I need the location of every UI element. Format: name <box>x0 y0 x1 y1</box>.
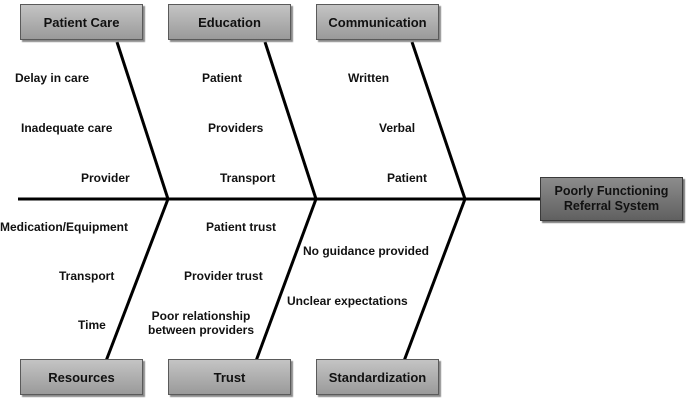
category-label-resources: Resources <box>48 369 115 385</box>
cause-patient-communication: Patient <box>387 171 428 185</box>
bone-standardization <box>402 198 467 362</box>
cause-transport-education: Transport <box>220 171 276 185</box>
cause-written: Written <box>348 71 390 85</box>
effect-box: Poorly Functioning Referral System <box>540 177 683 221</box>
bone-communication <box>410 41 467 200</box>
bone-resources <box>104 198 170 362</box>
cause-provider: Provider <box>81 171 130 185</box>
cause-patient-trust: Patient trust <box>206 220 277 234</box>
cause-unclear-expectations: Unclear expectations <box>287 294 408 308</box>
category-label-education: Education <box>198 14 261 30</box>
bone-education <box>263 41 318 200</box>
cause-poor-relationship: Poor relationship between providers <box>147 309 255 337</box>
cause-verbal: Verbal <box>379 121 416 135</box>
category-box-trust: Trust <box>168 359 291 395</box>
category-label-communication: Communication <box>328 14 427 30</box>
category-box-communication: Communication <box>316 4 439 40</box>
bone-patient-care <box>115 41 170 200</box>
cause-medication-equipment: Medication/Equipment <box>0 220 129 234</box>
cause-patient-education: Patient <box>202 71 243 85</box>
cause-inadequate-care: Inadequate care <box>21 121 113 135</box>
category-label-standardization: Standardization <box>328 369 427 385</box>
category-box-patient-care: Patient Care <box>20 4 143 40</box>
cause-time: Time <box>78 318 106 332</box>
category-box-education: Education <box>168 4 291 40</box>
category-label-trust: Trust <box>213 369 246 385</box>
category-box-resources: Resources <box>20 359 143 395</box>
category-label-patient-care: Patient Care <box>43 14 120 30</box>
category-box-standardization: Standardization <box>316 359 439 395</box>
cause-transport-resources: Transport <box>59 269 115 283</box>
cause-provider-trust: Provider trust <box>184 269 263 283</box>
bone-trust <box>254 198 318 362</box>
cause-delay-in-care: Delay in care <box>15 71 90 85</box>
effect-label: Poorly Functioning Referral System <box>554 184 669 213</box>
cause-no-guidance: No guidance provided <box>303 244 430 258</box>
cause-providers: Providers <box>208 121 264 135</box>
